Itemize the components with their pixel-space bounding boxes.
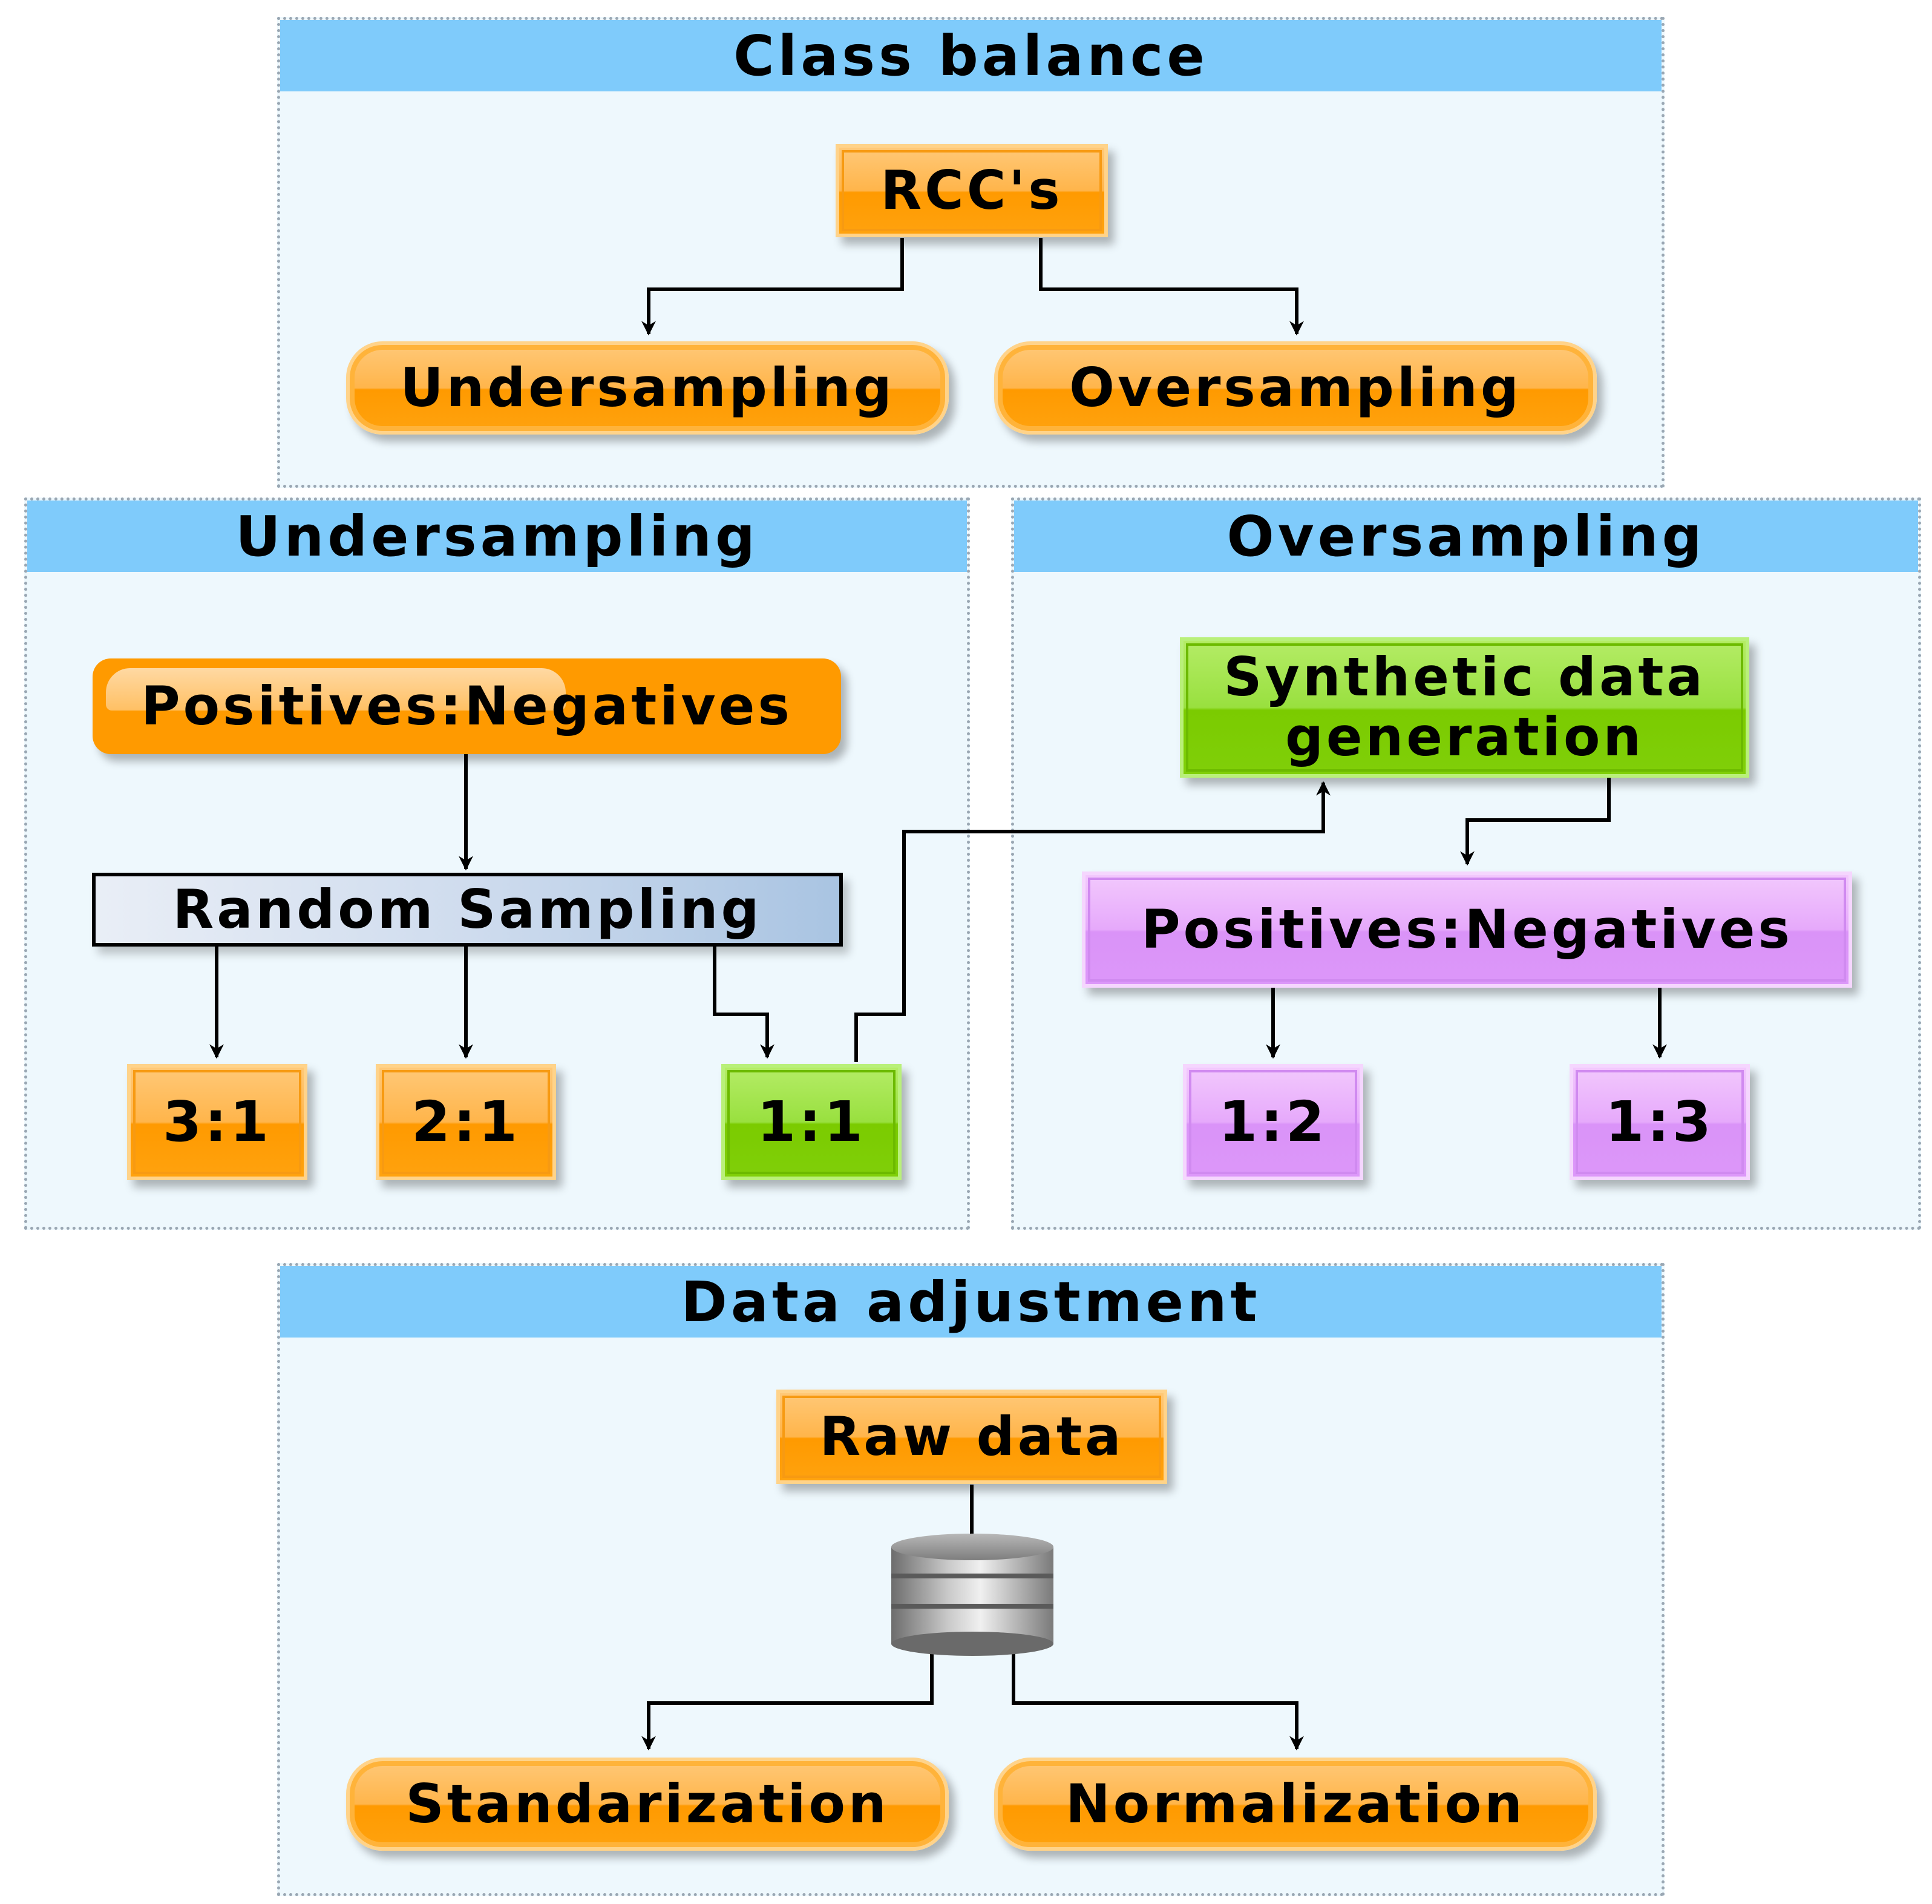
ratio-1-1-node: 1:1 bbox=[721, 1064, 902, 1180]
undersampling-title: Undersampling bbox=[235, 504, 759, 569]
synthetic-data-label-line1: Synthetic data bbox=[1223, 646, 1706, 709]
ratio-1-3-label: 1:3 bbox=[1605, 1089, 1714, 1155]
arrow-random-to-1-1 bbox=[713, 946, 774, 1059]
raw-data-label: Raw data bbox=[819, 1405, 1124, 1468]
undersampling-node: Undersampling bbox=[346, 341, 949, 435]
ratio-1-3-node: 1:3 bbox=[1570, 1064, 1750, 1180]
normalization-label: Normalization bbox=[1066, 1772, 1525, 1835]
standarization-node: Standarization bbox=[346, 1758, 949, 1851]
ratio-1-1-label: 1:1 bbox=[757, 1089, 866, 1155]
rccs-label: RCC's bbox=[880, 159, 1063, 222]
data-adjustment-title: Data adjustment bbox=[681, 1269, 1261, 1334]
class-balance-title: Class balance bbox=[733, 23, 1208, 88]
random-sampling-label: Random Sampling bbox=[172, 878, 762, 941]
synthetic-data-node: Synthetic data generation bbox=[1180, 637, 1749, 778]
positives-negatives-under-label: Positives:Negatives bbox=[141, 674, 793, 737]
arrow-synthetic-to-posneg bbox=[1460, 778, 1611, 866]
arrow-1-1-to-synthetic bbox=[854, 781, 1331, 1062]
arrow-rcc-to-oversampling bbox=[1039, 238, 1304, 336]
ratio-3-1-node: 3:1 bbox=[127, 1064, 307, 1180]
positives-negatives-under-node: Positives:Negatives bbox=[93, 658, 841, 754]
rccs-node: RCC's bbox=[836, 144, 1108, 237]
oversampling-label: Oversampling bbox=[1069, 356, 1522, 419]
ratio-2-1-label: 2:1 bbox=[411, 1089, 520, 1155]
data-adjustment-header: Data adjustment bbox=[280, 1266, 1662, 1338]
random-sampling-node: Random Sampling bbox=[92, 873, 843, 947]
standarization-label: Standarization bbox=[405, 1772, 889, 1835]
gloss-highlight bbox=[106, 668, 566, 711]
ratio-3-1-label: 3:1 bbox=[163, 1089, 272, 1155]
undersampling-label: Undersampling bbox=[400, 356, 895, 419]
synthetic-data-label-line2: generation bbox=[1285, 706, 1645, 768]
oversampling-header: Oversampling bbox=[1014, 501, 1918, 572]
arrow-db-to-standarization bbox=[641, 1654, 934, 1751]
oversampling-node: Oversampling bbox=[994, 341, 1597, 435]
raw-data-node: Raw data bbox=[776, 1390, 1167, 1484]
undersampling-header: Undersampling bbox=[27, 501, 967, 572]
normalization-node: Normalization bbox=[994, 1758, 1597, 1851]
positives-negatives-over-node: Positives:Negatives bbox=[1082, 872, 1852, 988]
ratio-1-2-label: 1:2 bbox=[1219, 1089, 1328, 1155]
oversampling-title: Oversampling bbox=[1226, 504, 1706, 569]
positives-negatives-over-label: Positives:Negatives bbox=[1141, 898, 1793, 960]
arrow-db-to-normalization bbox=[1012, 1654, 1304, 1751]
ratio-2-1-node: 2:1 bbox=[376, 1064, 556, 1180]
class-balance-header: Class balance bbox=[280, 20, 1662, 91]
arrow-rcc-to-undersampling bbox=[641, 238, 904, 336]
ratio-1-2-node: 1:2 bbox=[1183, 1064, 1363, 1180]
oversampling-panel: Oversampling bbox=[1011, 497, 1921, 1230]
